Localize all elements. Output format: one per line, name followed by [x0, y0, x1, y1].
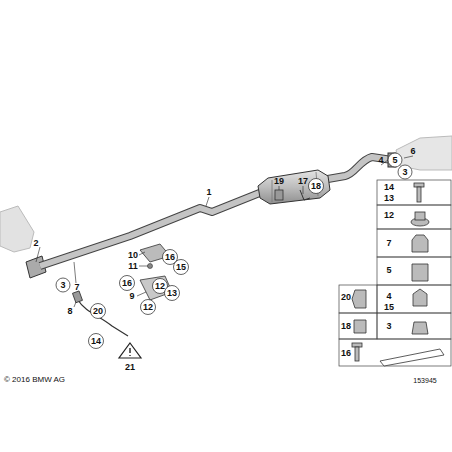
callout-number: 3	[60, 281, 65, 290]
hanger-bracket	[300, 190, 310, 200]
callout-number: 7	[386, 239, 391, 248]
callout-number: 4	[386, 292, 391, 301]
callout-number: 7	[74, 283, 79, 292]
caption-text: © 2016 BMW AG	[4, 376, 65, 384]
pipe-fill	[40, 157, 392, 266]
callout-number: 3	[402, 168, 407, 177]
callout-circle	[140, 299, 155, 314]
callout-number: 14	[384, 183, 394, 192]
callout-number: 12	[155, 282, 165, 291]
callout-number: 13	[384, 194, 394, 203]
sensor	[72, 291, 82, 303]
callout-number: 11	[128, 262, 138, 271]
callout-number: 4	[378, 156, 383, 165]
callout-number: 5	[386, 266, 391, 275]
callout-number: 19	[274, 177, 284, 186]
callout-circles	[56, 153, 412, 349]
callout-number: 13	[167, 289, 177, 298]
callout-number: 21	[125, 363, 135, 372]
warning-triangle	[119, 343, 141, 358]
part-icons	[352, 183, 444, 366]
caption-text: 153945	[413, 377, 436, 384]
leader-lines	[36, 156, 413, 307]
callout-circle	[88, 333, 103, 348]
callout-number: 5	[392, 156, 397, 165]
catalytic-converter	[0, 206, 34, 252]
callout-number: 16	[165, 253, 175, 262]
warning-mark	[129, 348, 130, 356]
callout-number: 14	[91, 337, 101, 346]
hanger-rubber	[275, 190, 283, 200]
callout-number: 12	[384, 211, 394, 220]
callout-circle	[308, 178, 323, 193]
callout-number: 15	[384, 303, 394, 312]
callout-number: 17	[298, 177, 308, 186]
callout-number: 10	[128, 251, 138, 260]
callout-number: 12	[143, 303, 153, 312]
callout-circle	[56, 278, 70, 292]
callout-circle	[173, 259, 188, 274]
callout-number: 1	[206, 188, 211, 197]
silencer	[258, 170, 330, 204]
callout-circle	[388, 153, 402, 167]
nut	[148, 264, 153, 269]
callout-number: 3	[386, 322, 391, 331]
exhaust-pipe	[40, 157, 392, 266]
callout-circle	[164, 285, 179, 300]
callout-number: 20	[93, 307, 103, 316]
callout-circle	[398, 165, 412, 179]
callout-circle	[119, 275, 134, 290]
sensor-wire	[78, 300, 128, 336]
callout-number: 9	[129, 292, 134, 301]
callout-number: 16	[122, 279, 132, 288]
callout-number: 20	[341, 293, 351, 302]
callout-number: 8	[67, 307, 72, 316]
callout-number: 16	[341, 349, 351, 358]
callout-number: 6	[410, 147, 415, 156]
callout-circle	[90, 303, 105, 318]
callout-number: 18	[341, 322, 351, 331]
parts-table	[339, 180, 451, 366]
callout-number: 18	[311, 182, 321, 191]
callout-number: 2	[33, 239, 38, 248]
callout-number: 15	[176, 263, 186, 272]
